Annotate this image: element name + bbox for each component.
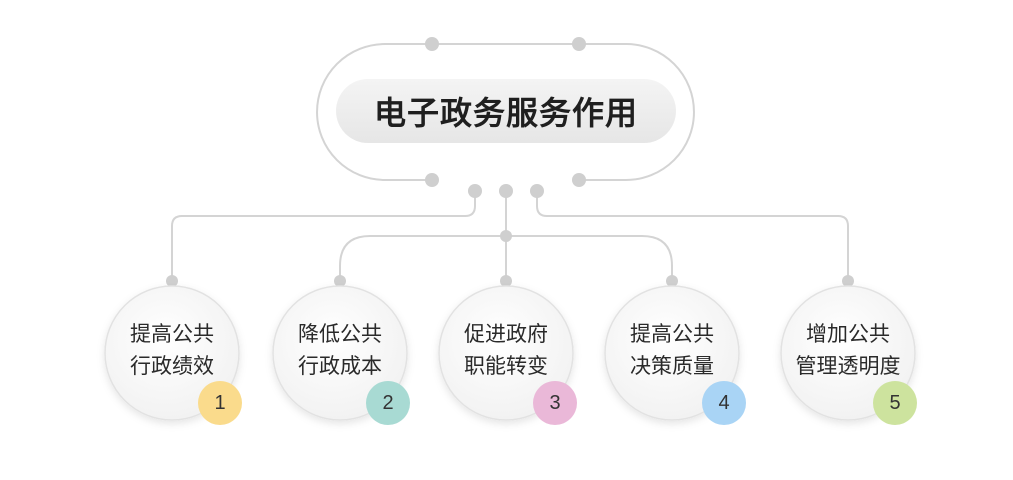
title-pill bbox=[336, 79, 676, 143]
node-2-line2: 行政成本 bbox=[298, 354, 382, 378]
node-4-number: 4 bbox=[718, 391, 730, 414]
dot bbox=[572, 173, 586, 187]
node-4-line1: 提高公共 bbox=[630, 322, 714, 346]
node-3-number: 3 bbox=[549, 391, 561, 414]
node-4-line2: 决策质量 bbox=[630, 354, 714, 378]
dot bbox=[572, 37, 586, 51]
node-2-badge: 2 bbox=[366, 381, 410, 425]
dot bbox=[425, 37, 439, 51]
node-1-label: 提高公共 行政绩效 bbox=[104, 310, 240, 390]
node-3-line1: 促进政府 bbox=[464, 322, 548, 346]
node-1-badge: 1 bbox=[198, 381, 242, 425]
node-1-line1: 提高公共 bbox=[130, 322, 214, 346]
diagram-title: 电子政务服务作用 bbox=[373, 94, 638, 132]
node-2-number: 2 bbox=[382, 391, 394, 414]
dot bbox=[500, 230, 512, 242]
node-3-badge: 3 bbox=[533, 381, 577, 425]
node-5-badge: 5 bbox=[873, 381, 917, 425]
dot bbox=[666, 275, 678, 287]
node-5-line1: 增加公共 bbox=[806, 322, 890, 346]
node-5-line2: 管理透明度 bbox=[795, 354, 901, 378]
node-2-line1: 降低公共 bbox=[298, 322, 382, 346]
node-4-badge: 4 bbox=[702, 381, 746, 425]
node-2-label: 降低公共 行政成本 bbox=[272, 310, 408, 390]
node-1-line2: 行政绩效 bbox=[130, 354, 214, 378]
title-frame bbox=[316, 43, 695, 181]
dot bbox=[468, 184, 482, 198]
dot bbox=[500, 275, 512, 287]
dot bbox=[166, 275, 178, 287]
dot bbox=[842, 275, 854, 287]
connector-dots bbox=[166, 37, 854, 287]
dot bbox=[334, 275, 346, 287]
node-circle-4 bbox=[604, 285, 740, 421]
node-3-line2: 职能转变 bbox=[464, 354, 548, 378]
dot bbox=[425, 173, 439, 187]
node-4-label: 提高公共 决策质量 bbox=[604, 310, 740, 390]
dot bbox=[499, 184, 513, 198]
node-5-label: 增加公共 管理透明度 bbox=[780, 310, 916, 390]
dot bbox=[530, 184, 544, 198]
node-1-number: 1 bbox=[214, 391, 226, 414]
node-5-number: 5 bbox=[889, 391, 901, 414]
node-3-label: 促进政府 职能转变 bbox=[438, 310, 574, 390]
